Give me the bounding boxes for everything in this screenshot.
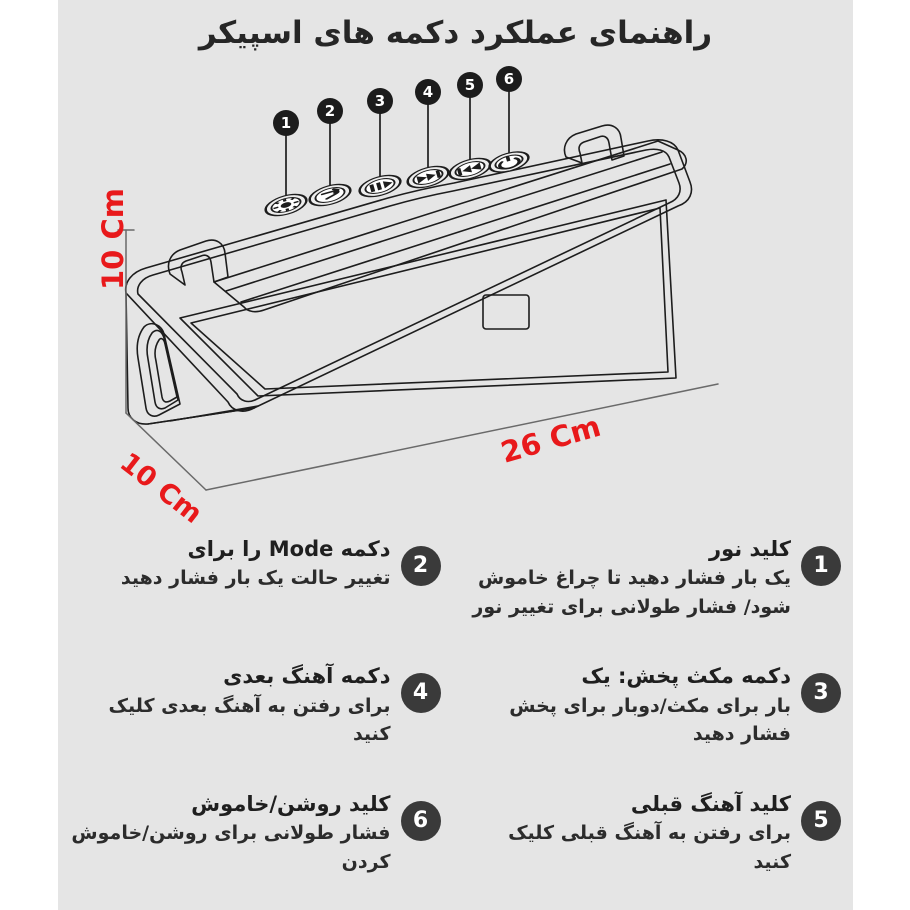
legend-item-1: 1 کلید نور یک بار فشار دهید تا چراغ خامو… <box>459 528 854 655</box>
legend-title-1: کلید نور <box>709 537 791 561</box>
legend-desc-6: فشار طولانی برای روشن/خاموش کردن <box>71 822 391 873</box>
legend-badge-1: 1 <box>801 546 841 586</box>
callout-badge-3: 3 <box>367 88 393 114</box>
speaker-strap-loop-left <box>167 239 229 286</box>
callout-badge-4: 4 <box>415 79 441 105</box>
callout-badge-5: 5 <box>457 72 483 98</box>
callout-badge-2: 2 <box>317 98 343 124</box>
speaker-control-buttons <box>264 151 530 217</box>
legend-badge-6: 6 <box>400 800 441 841</box>
page-title: راهنمای عملکرد دکمه های اسپیکر <box>198 15 713 51</box>
legend-desc-1: یک بار فشار دهید تا چراغ خاموش شود/ فشار… <box>472 567 791 618</box>
speaker-button-play-pause <box>358 174 402 198</box>
legend-item-4: 4 دکمه آهنگ بعدی برای رفتن به آهنگ بعدی … <box>58 655 453 782</box>
legend-desc-3: بار برای مکث/دوبار برای پخش فشار دهید <box>509 694 791 746</box>
legend-text-1: کلید نور یک بار فشار دهید تا چراغ خاموش … <box>469 534 791 621</box>
speaker-illustration: 1 2 3 4 5 6 <box>58 66 853 538</box>
speaker-front-grille <box>179 199 677 397</box>
speaker-outer-body <box>124 139 693 412</box>
speaker-button-previous-track <box>448 157 492 181</box>
background-panel <box>58 0 853 910</box>
deck-edge-line <box>225 151 663 292</box>
dimension-label-height: 10 Cm <box>96 188 130 290</box>
speaker-button-next-track <box>406 165 450 189</box>
legend-title-5: کلید آهنگ قبلی <box>630 791 791 816</box>
legend-title-2: دکمه Mode را برای <box>187 537 391 561</box>
legend-text-4: دکمه آهنگ بعدی برای رفتن به آهنگ بعدی کل… <box>68 661 391 748</box>
legend-title-4: دکمه آهنگ بعدی <box>223 664 391 689</box>
legend-item-6: 6 کلید روشن/خاموش فشار طولانی برای روشن/… <box>58 783 453 910</box>
speaker-side-handle-cutout <box>136 322 181 417</box>
speaker-button-power <box>488 151 530 173</box>
speaker-strap-loop-right <box>563 124 625 164</box>
legend-item-2: 2 دکمه Mode را برای تغییر حالت یک بار فش… <box>58 528 453 655</box>
legend-badge-3: 3 <box>801 673 841 714</box>
callout-badge-1: 1 <box>273 110 299 136</box>
dimension-guides <box>117 229 719 491</box>
legend-badge-2: 2 <box>400 546 441 586</box>
deck-edge-line-2 <box>240 163 671 303</box>
legend-grid: 1 کلید نور یک بار فشار دهید تا چراغ خامو… <box>58 528 853 910</box>
legend-desc-4: برای رفتن به آهنگ بعدی کلیک کنید <box>108 694 391 746</box>
legend-text-6: کلید روشن/خاموش فشار طولانی برای روشن/خا… <box>68 789 391 876</box>
legend-text-5: کلید آهنگ قبلی برای رفتن به آهنگ قبلی کل… <box>469 789 791 876</box>
legend-text-3: دکمه مکث پخش: یک بار برای مکث/دوبار برای… <box>469 661 791 748</box>
legend-item-3: 3 دکمه مکث پخش: یک بار برای مکث/دوبار بر… <box>459 655 854 782</box>
legend-badge-5: 5 <box>801 800 841 841</box>
speaker-inner-rim <box>136 148 681 403</box>
speaker-line-drawing <box>117 79 719 491</box>
legend-badge-4: 4 <box>400 673 441 714</box>
legend-desc-2: تغییر حالت یک بار فشار دهید <box>120 567 391 590</box>
callout-badge-6: 6 <box>496 66 522 92</box>
speaker-side-handle-inner <box>146 329 179 410</box>
legend-desc-5: برای رفتن به آهنگ قبلی کلیک کنید <box>508 822 791 873</box>
speaker-side-handle-inner-2 <box>154 337 178 403</box>
callout-leader-lines <box>285 79 510 204</box>
legend-title-6: کلید روشن/خاموش <box>191 791 391 816</box>
legend-title-3: دکمه مکث پخش: یک <box>581 664 791 689</box>
speaker-grille-border <box>190 207 669 390</box>
speaker-button-mode <box>308 183 352 207</box>
speaker-top-deck <box>213 140 687 313</box>
speaker-button-light <box>264 193 308 217</box>
legend-item-5: 5 کلید آهنگ قبلی برای رفتن به آهنگ قبلی … <box>459 783 854 910</box>
speaker-logo-plate <box>482 294 530 330</box>
legend-text-2: دکمه Mode را برای تغییر حالت یک بار فشار… <box>68 534 391 593</box>
speaker-base-edge-2 <box>169 405 259 422</box>
